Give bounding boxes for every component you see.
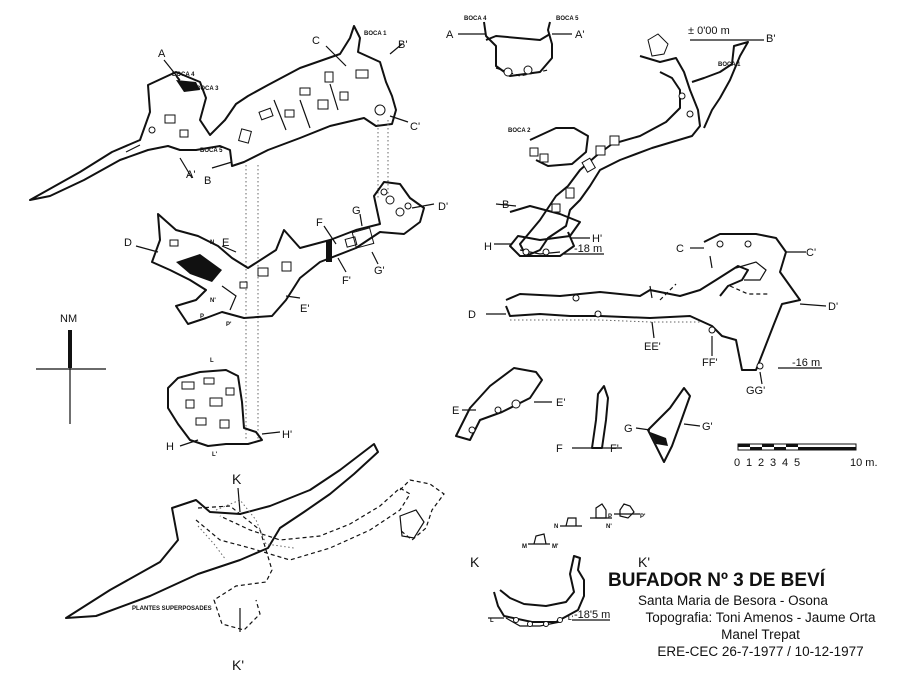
label-M-prime-section: M' <box>552 544 559 550</box>
label-GG-section: GG' <box>746 385 765 397</box>
plan-lower-level: H H' L L' <box>166 358 292 458</box>
label-K-plan: K <box>232 471 242 487</box>
north-arrow: NM <box>36 313 106 424</box>
survey-authors: Topografia: Toni Amenos - Jaume Orta <box>645 610 876 625</box>
label-EE-section: EE' <box>644 341 661 353</box>
label-E: E <box>222 237 229 249</box>
label-M-section: M <box>522 544 527 550</box>
label-H-prime-section: H' <box>592 233 602 245</box>
label-A: A <box>158 48 166 60</box>
label-N-plan: N <box>210 240 214 246</box>
label-G: G <box>352 205 361 217</box>
label-C-prime: C' <box>410 121 420 133</box>
label-C-section: C <box>676 243 684 255</box>
label-D-prime: D' <box>438 201 448 213</box>
title-block: BUFADOR Nº 3 DE BEVÍ Santa Maria de Beso… <box>608 570 913 660</box>
depth-16: -16 m <box>792 357 820 369</box>
section-B-long-profile: ± 0'00 m B' B H H' -18 m BOCA 1 BOCA 2 <box>484 25 775 257</box>
label-P-section: P <box>608 514 612 520</box>
label-boca5-plan: BOCA 5 <box>200 148 223 154</box>
projection-lines <box>245 120 389 440</box>
label-N-prime-section: N' <box>606 524 612 530</box>
survey-dates: ERE-CEC 26-7-1977 / 10-12-1977 <box>657 644 864 659</box>
scale-tick-0: 0 <box>734 457 740 469</box>
label-H-section: H <box>484 241 492 253</box>
label-plantes-superposades: PLANTES SUPERPOSADES <box>132 606 212 612</box>
label-D-section: D <box>468 309 476 321</box>
label-boca5-section: BOCA 5 <box>556 16 579 22</box>
label-N-prime-plan: N' <box>210 298 216 304</box>
label-K-prime-section: K' <box>638 554 650 570</box>
label-boca2-section: BOCA 2 <box>508 128 531 134</box>
label-L-plan: L <box>210 358 214 364</box>
label-C: C <box>312 35 320 47</box>
label-F-prime-section: F' <box>610 443 619 455</box>
section-E-E: E E' <box>452 367 565 441</box>
scale-bar: 0 1 2 3 4 5 10 m. <box>734 443 878 469</box>
north-label: NM <box>60 313 77 325</box>
label-G-section: G <box>624 423 633 435</box>
survey-title: BUFADOR Nº 3 DE BEVÍ <box>608 570 826 591</box>
label-F: F <box>316 217 323 229</box>
label-L-prime-plan: L' <box>212 452 218 458</box>
label-boca1-plan: BOCA 1 <box>364 31 387 37</box>
label-F-section: F <box>556 443 563 455</box>
label-E-prime: E' <box>300 303 309 315</box>
scale-end-label: 10 m. <box>850 457 878 469</box>
label-G-prime-section: G' <box>702 421 713 433</box>
label-K-prime-plan: K' <box>232 657 244 673</box>
label-L-section: L <box>490 618 494 624</box>
label-B-prime: B' <box>398 39 407 51</box>
depth-18: -18 m <box>574 243 602 255</box>
label-boca4-plan: BOCA 4 <box>172 72 195 78</box>
label-D-prime-section: D' <box>828 301 838 313</box>
plan-middle-level: D D' E E' F F' G G' N N' P P' <box>124 181 448 328</box>
label-P-prime-section: P' <box>640 514 646 520</box>
label-A-prime-section: A' <box>575 29 584 41</box>
label-P-plan: P <box>200 314 204 320</box>
label-L-prime-section: L' <box>568 616 574 622</box>
section-K-K: K K' L L' -18'5 m <box>470 554 650 627</box>
label-E-prime-section: E' <box>556 397 565 409</box>
label-P-prime-plan: P' <box>226 322 232 328</box>
scale-tick-2: 2 <box>758 457 764 469</box>
label-A-prime: A' <box>186 169 195 181</box>
plan-upper-level: A A' B B' C C' BOCA 4 BOCA 3 BOCA 5 BOCA… <box>29 25 420 201</box>
label-B-section: B <box>502 199 509 211</box>
label-boca3-plan: BOCA 3 <box>196 86 219 92</box>
section-A-A: A A' BOCA 4 BOCA 5 <box>446 16 584 77</box>
label-E-section: E <box>452 405 459 417</box>
scale-tick-4: 4 <box>782 457 788 469</box>
survey-location: Santa Maria de Besora - Osona <box>638 593 828 608</box>
label-D: D <box>124 237 132 249</box>
label-B: B <box>204 175 211 187</box>
scale-tick-1: 1 <box>746 457 752 469</box>
label-H-prime-plan: H' <box>282 429 292 441</box>
label-boca1-section: BOCA 1 <box>718 62 741 68</box>
label-F-prime: F' <box>342 275 351 287</box>
label-N-section: N <box>554 524 558 530</box>
label-A-section: A <box>446 29 454 41</box>
survey-authors-2: Manel Trepat <box>721 627 800 642</box>
label-FF-section: FF' <box>702 357 718 369</box>
label-boca4-section: BOCA 4 <box>464 16 487 22</box>
depth-18-5: -18'5 m <box>574 609 610 621</box>
label-H-plan: H <box>166 441 174 453</box>
small-sections-M-N-P: M M' N N' P P' <box>522 503 646 550</box>
label-C-prime-section: C' <box>806 247 816 259</box>
scale-tick-5: 5 <box>794 457 800 469</box>
section-C-D-long-profile: C C' D D' EE' FF' GG' -16 m <box>468 233 838 397</box>
section-F-F: F F' <box>556 385 622 455</box>
superimposed-plans: K K' PLANTES SUPERPOSADES <box>65 443 445 673</box>
section-G-G: G G' <box>624 387 713 463</box>
label-K-section: K <box>470 554 480 570</box>
label-B-prime-section: B' <box>766 33 775 45</box>
scale-tick-3: 3 <box>770 457 776 469</box>
depth-zero: ± 0'00 m <box>688 25 730 37</box>
label-G-prime: G' <box>374 265 385 277</box>
